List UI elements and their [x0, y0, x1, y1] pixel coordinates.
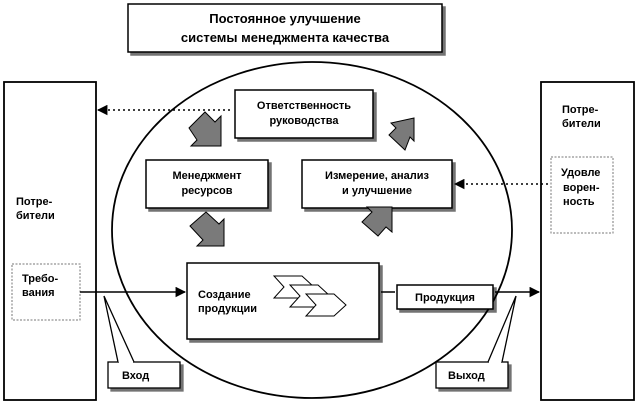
- right-customers-panel: Потре- бители: [540, 81, 635, 401]
- management-responsibility-box: Ответственность руководства: [234, 89, 374, 139]
- left-customers-label-line-1: Потре-: [16, 196, 53, 208]
- cycle-arrow-realization-to-measurement-icon: [361, 206, 393, 237]
- measurement-analysis-box: Измерение, анализ и улучшение: [301, 159, 453, 209]
- process-chevrons-icon: [272, 275, 347, 317]
- resource-management-line-1: Менеджмент: [172, 170, 242, 182]
- title-line-2: системы менеджмента качества: [181, 30, 390, 45]
- satisfaction-box: Удовле ворен- ность: [550, 156, 614, 234]
- product-realization-line-2: продукции: [198, 303, 257, 315]
- measurement-analysis-line-2: и улучшение: [342, 185, 412, 197]
- satisfaction-label-line-3: ность: [563, 196, 595, 208]
- title-box: Постоянное улучшение системы менеджмента…: [127, 3, 443, 53]
- right-customers-label-line-1: Потре-: [562, 104, 599, 116]
- left-customers-label-line-2: бители: [16, 210, 55, 222]
- product-label: Продукция: [415, 292, 475, 304]
- cycle-arrow-responsibility-to-resources-icon: [188, 111, 222, 147]
- cycle-arrow-resources-to-realization-icon: [189, 211, 225, 247]
- management-responsibility-line-1: Ответственность: [257, 100, 351, 112]
- requirements-box: Требо- вания: [11, 263, 81, 321]
- cycle-arrow-measurement-to-responsibility-icon: [388, 117, 415, 151]
- input-label: Вход: [122, 370, 149, 382]
- input-callout: Вход: [103, 295, 181, 389]
- product-box: Продукция: [396, 284, 494, 310]
- output-label: Выход: [448, 370, 485, 382]
- management-responsibility-line-2: руководства: [269, 115, 339, 127]
- satisfaction-label-line-2: ворен-: [563, 182, 600, 194]
- output-callout: Выход: [435, 295, 517, 389]
- right-customers-label-line-2: бители: [562, 118, 601, 130]
- resource-management-box: Менеджмент ресурсов: [145, 159, 269, 209]
- product-realization-box: Создание продукции: [186, 262, 380, 340]
- requirements-label-line-2: вания: [22, 287, 55, 299]
- measurement-analysis-line-1: Измерение, анализ: [325, 170, 429, 182]
- information-flow-arrows: [96, 104, 548, 190]
- satisfaction-label-line-1: Удовле: [561, 167, 600, 179]
- title-line-1: Постоянное улучшение: [209, 11, 360, 26]
- resource-management-line-2: ресурсов: [181, 185, 232, 197]
- left-customers-panel: Потре- бители: [3, 81, 97, 401]
- product-realization-line-1: Создание: [198, 289, 251, 301]
- requirements-label-line-1: Требо-: [22, 273, 59, 285]
